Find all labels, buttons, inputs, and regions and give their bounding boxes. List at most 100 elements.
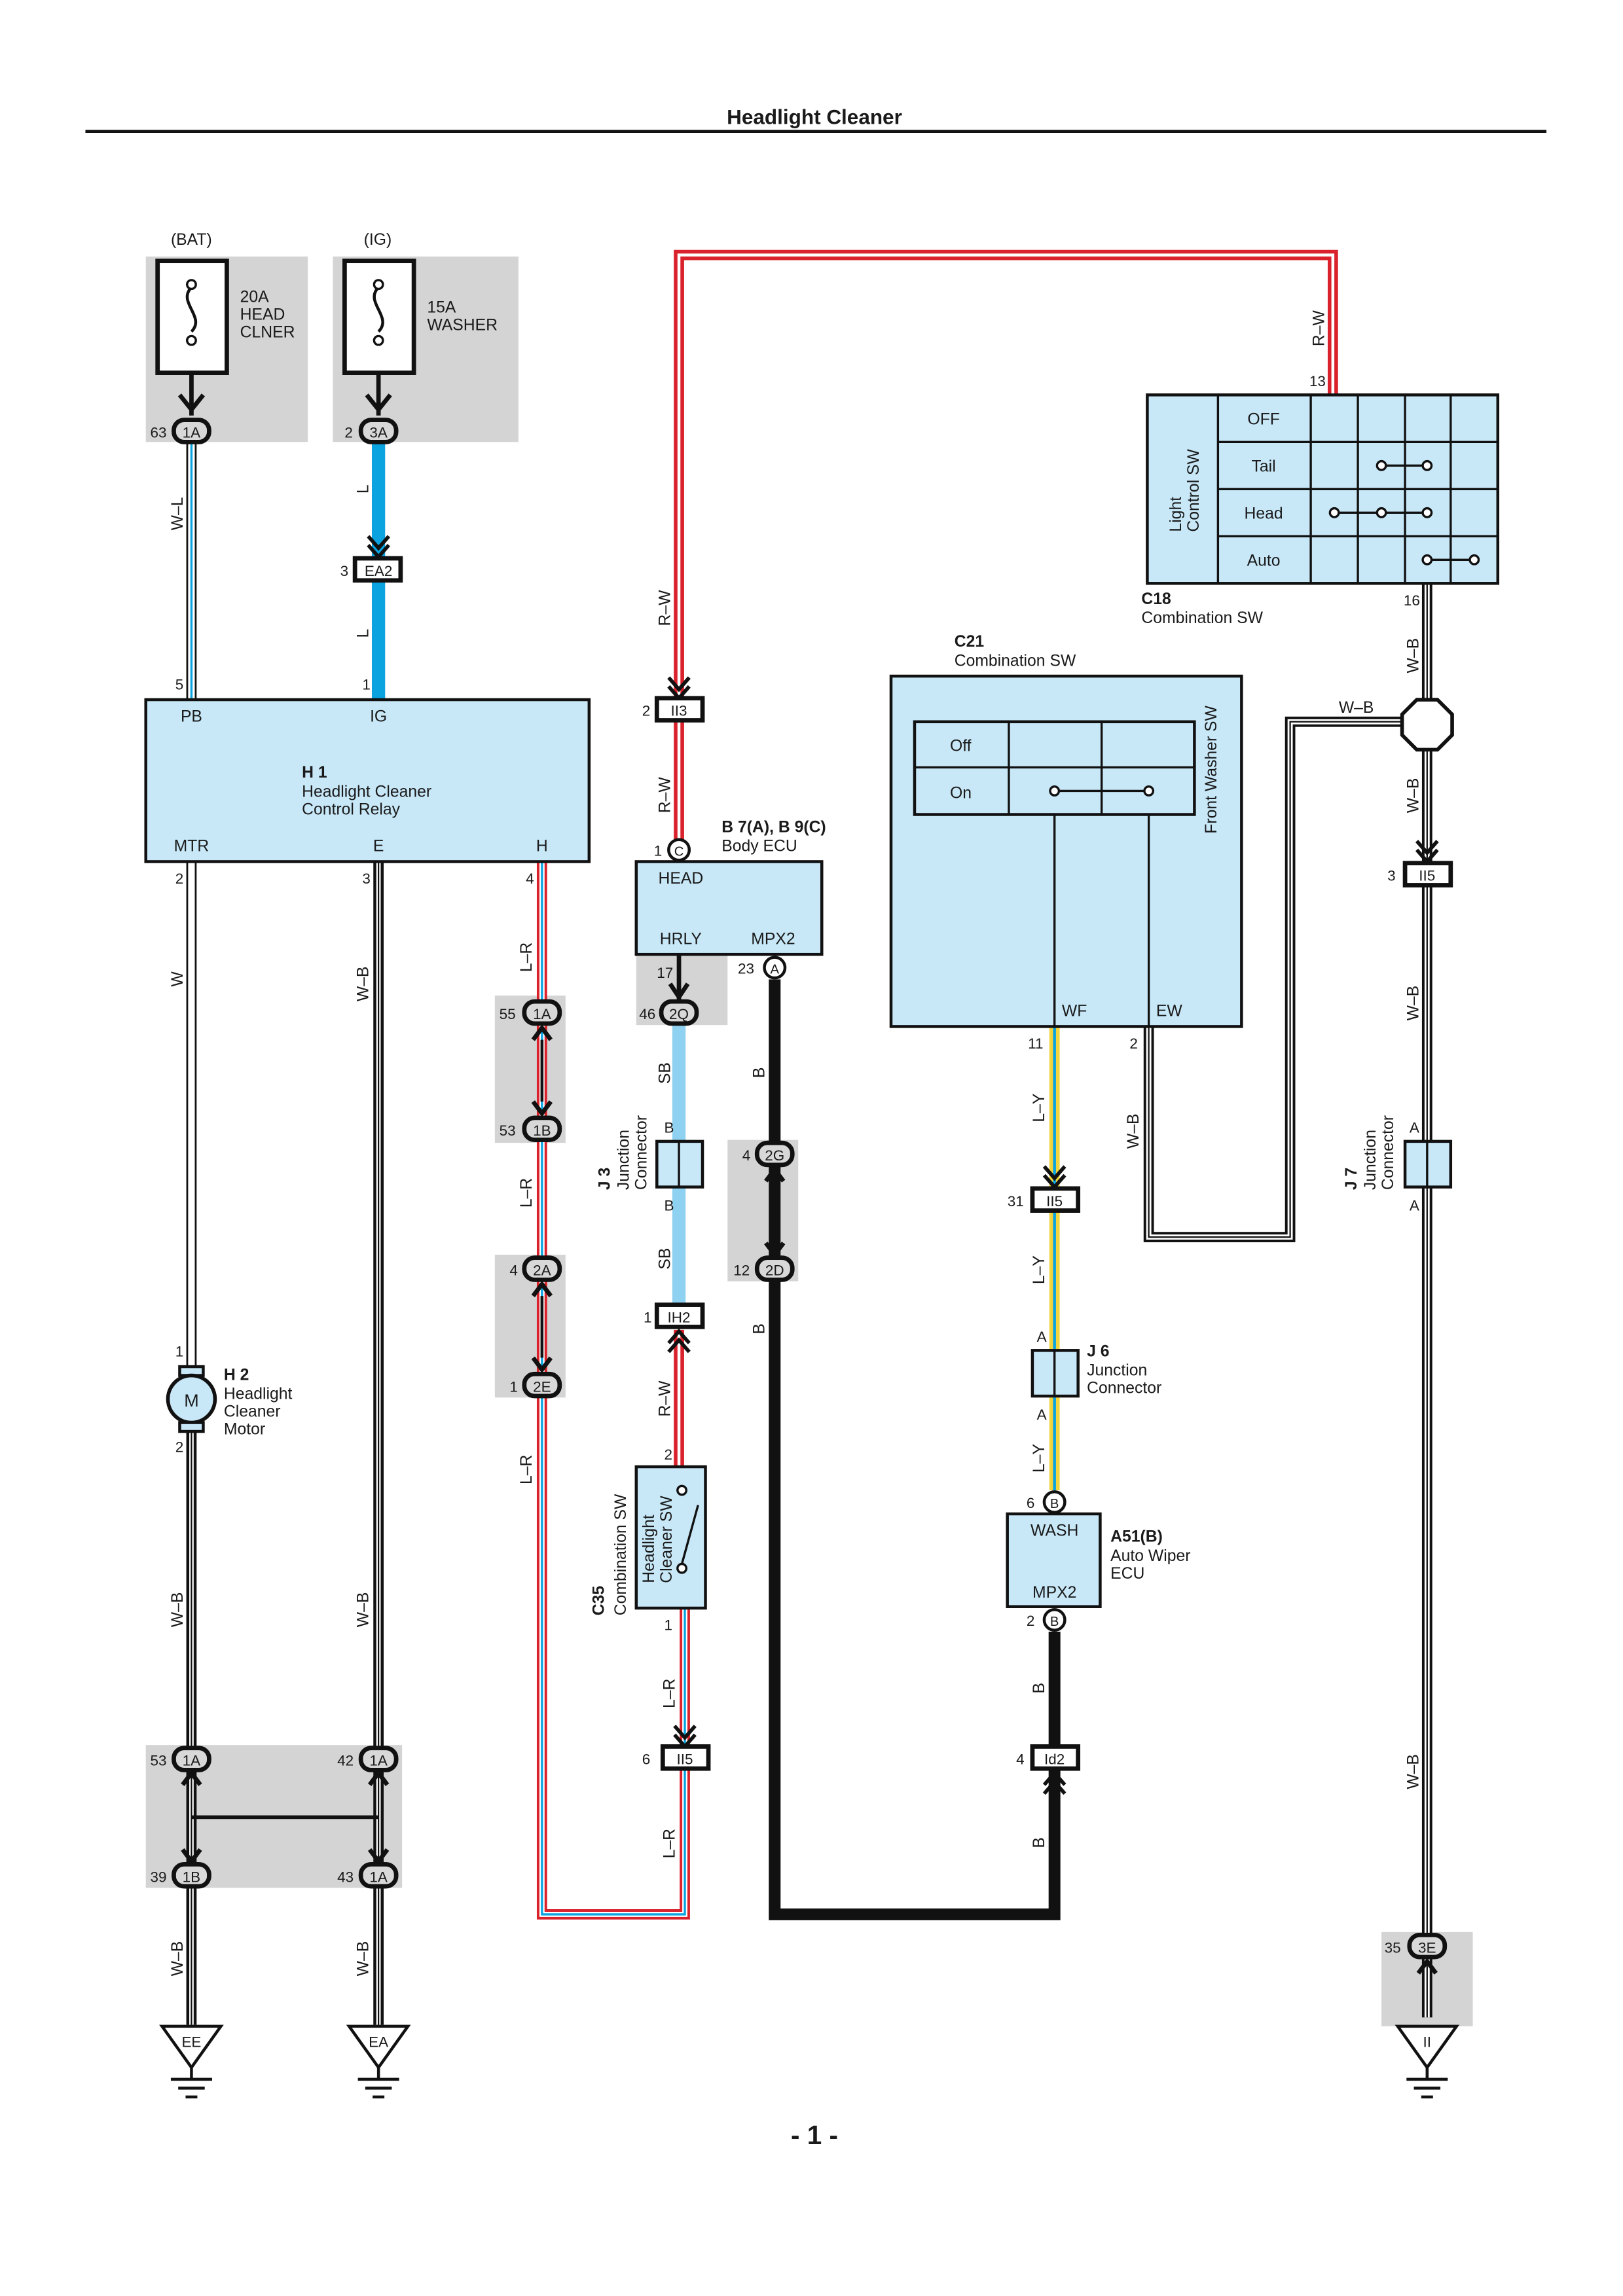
a51-mpx2: MPX2 [1032,1584,1076,1602]
connector-1a-55 [522,999,562,1026]
connector-ii5-right-id: II5 [1419,868,1435,884]
body-ecu-pin-hrly: 17 [657,965,673,981]
c18-side1: Light [1167,497,1185,532]
ground-ee [159,2024,224,2070]
fuse1-line3: CLNER [240,324,295,342]
body-ecu-pin-c-num: 1 [654,842,663,859]
h1-h: H [536,838,548,855]
connector-ih2 [654,1302,705,1329]
label-wl: W–L [169,497,187,530]
label-rw2: R–W [657,777,674,814]
c18-off: OFF [1247,410,1279,428]
connector-1b-53-id: 1B [533,1122,551,1139]
c21-name: Combination SW [955,652,1076,670]
connector-ii5-mid-pin: 6 [642,1751,651,1767]
c21-id: C21 [955,633,985,651]
ground-ii [1395,2024,1460,2070]
c35-name: Combination SW [612,1494,630,1615]
c21-pin-wf: 11 [1028,1035,1043,1052]
label-lr4: L–R [661,1679,678,1708]
connector-1a-42-pin: 42 [337,1753,354,1769]
c18-side2: Control SW [1185,448,1203,531]
bat-label: (BAT) [171,231,212,249]
a51-pin-wash-label: B [1050,1497,1059,1511]
connector-2a-4-id: 2A [533,1263,551,1279]
connector-1b-53-pin: 53 [500,1122,516,1139]
connector-3a-fuse [358,418,399,444]
connector-3e-35-id: 3E [1418,1939,1436,1956]
c18-tail: Tail [1252,457,1276,475]
c21-side: Front Washer SW [1203,705,1220,833]
label-l2: L [354,629,372,638]
label-ly3: L–Y [1030,1444,1048,1473]
label-lr1: L–R [518,942,536,972]
h2-name1: Headlight [224,1386,293,1403]
wire-r-w-top-core [677,253,1335,698]
a51-id: A51(B) [1110,1528,1163,1546]
connector-3a-fuse-id: 3A [369,425,388,441]
h1-pb: PB [181,708,202,726]
connector-2a-4 [522,1255,562,1282]
j3-name2: Connector [633,1115,651,1190]
connector-ii3 [654,696,705,723]
c18-name: Combination SW [1141,609,1263,627]
label-lr2: L–R [518,1178,536,1208]
h2-symbol: M [184,1391,198,1410]
connector-ea2-id: EA2 [365,563,393,579]
connector-1a-fuse-id: 1A [183,425,201,441]
connector-ii5-right-pin: 3 [1387,868,1396,884]
connector-ih2-id: IH2 [668,1310,691,1326]
c18-pin-top: 13 [1309,373,1326,389]
body-ecu-hrly: HRLY [660,930,702,948]
h1-pin-ig: 1 [362,676,371,692]
wire-b-mpx2 [769,979,1061,1920]
label-b1: B [751,1067,769,1079]
label-sb2: SB [657,1248,674,1270]
a51-pin-mpx2-label: B [1050,1615,1059,1629]
c21-pin-ew: 2 [1129,1035,1138,1052]
h2-name3: Motor [224,1421,265,1439]
h1-name2: Control Relay [302,800,400,818]
label-wb9: W–B [1404,1754,1422,1789]
fuse-15a-element [373,286,384,333]
c35-pin-top: 2 [665,1446,673,1463]
h1-name1: Headlight Cleaner [302,783,431,800]
fuse-20a [155,259,229,375]
page-number: - 1 - [791,2120,838,2150]
connector-1a-fuse [172,418,211,444]
fuse1-line2: HEAD [240,306,285,324]
connector-ih2-pin: 1 [644,1310,652,1326]
j3-top: B [665,1119,674,1136]
fuse2-line1: 15A [427,298,456,316]
label-wb8: W–B [1404,986,1422,1021]
c21-wf: WF [1062,1003,1087,1020]
label-wb1: W–B [169,1592,187,1628]
j7-id: J 7 [1343,1168,1360,1190]
connector-ii5-mid-id: II5 [677,1751,693,1767]
label-wb-e: W–B [354,967,372,1002]
j7-name2: Connector [1379,1115,1397,1190]
body-ecu-pin-c-label: C [674,844,684,859]
label-rw1: R–W [657,590,674,626]
connector-ii5-right [1402,861,1453,888]
h2-pin-top: 1 [175,1343,184,1359]
label-ly1: L–Y [1030,1094,1048,1122]
connector-2d-12-id: 2D [765,1263,784,1279]
h2-pin-bottom: 2 [175,1439,184,1456]
connector-1a-42-id: 1A [369,1753,388,1769]
j3-id: J 3 [596,1168,613,1190]
connector-2g-4-pin: 4 [742,1147,751,1164]
h1-pin-e: 3 [362,870,371,887]
body-ecu-pin-a [763,956,787,980]
connector-1a-43-pin: 43 [337,1869,354,1885]
label-wb10: W–B [1125,1114,1142,1149]
connector-3e-35 [1407,1933,1448,1960]
ground-ea-label: EA [369,2034,388,2050]
connector-ii5-mid [660,1744,711,1771]
connector-1a-53-pin: 53 [150,1753,166,1769]
body-ecu-box [634,860,824,956]
label-b2: B [751,1323,769,1335]
connector-ii3-id: II3 [671,703,687,719]
j6-bottom: A [1037,1407,1047,1423]
